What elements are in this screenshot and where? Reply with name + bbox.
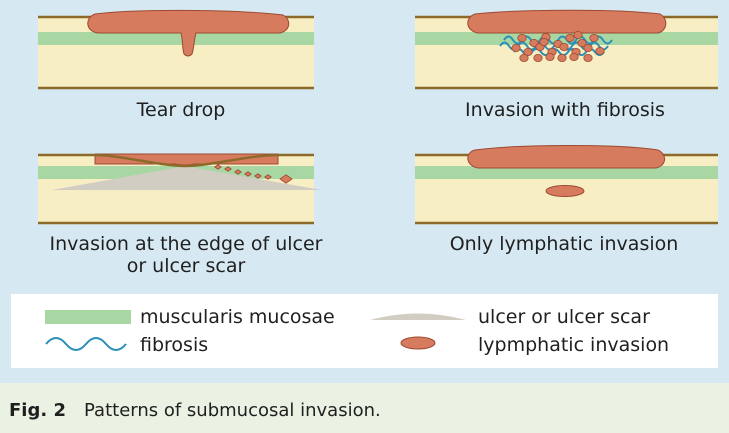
legend-label-muscularis: muscularis mucosae [140,306,335,328]
legend-label-ulcer: ulcer or ulcer scar [478,306,650,328]
panel-label-tear-drop: Tear drop [136,99,226,121]
ulcer-surface-line [38,153,314,168]
tumor-nodule [244,171,252,177]
tumor-nodule [533,54,543,63]
tumor-nodule [583,54,593,63]
tumor-superficial [467,9,667,34]
panel-label-invasion-with-fibrosis: Invasion with fibrosis [465,99,665,121]
panel-label-only-lymphatic-invasion: Only lymphatic invasion [450,233,679,255]
green-band-icon [45,310,131,324]
tumor-nodule [545,53,555,62]
tumor-nodule [573,30,583,39]
panel-only-lymphatic-invasion: Only lymphatic invasion [415,145,718,255]
legend: muscularis mucosae fibrosis ulcer or ulc… [11,294,718,368]
tumor-nodule [224,166,232,172]
tumor-nodules [511,30,605,63]
muscularis-mucosae-band [415,166,718,179]
legend-label-fibrosis: fibrosis [140,334,208,356]
tumor-nodule [523,48,533,57]
tumor-nodule [569,53,579,62]
tumor-nodule [264,174,272,180]
tumor-nodules [214,164,293,184]
tumor-nodule [214,164,222,170]
wavy-line-icon [45,337,127,351]
panel-invasion-edge-of-ulcer: Invasion at the edge of ulcer or ulcer s… [38,153,323,277]
caption-number: Fig. 2 [9,400,66,421]
ulcer-wedge-icon [370,313,466,320]
ulcer-scar-wedge [52,167,322,190]
tumor-nodule [511,44,521,53]
tumor-superficial [467,145,665,169]
tumor-nodule [589,34,599,43]
tumor-nodule [565,34,575,43]
tumor-nodule [559,43,569,52]
lymphatic-invasion-focus [545,185,585,197]
tumor-nodule [279,174,293,184]
tumor-nodule [595,47,605,56]
panel-label-edge-of-ulcer-line1: Invasion at the edge of ulcer [50,233,323,255]
tumor-nodule [583,44,593,53]
panel-tear-drop: Tear drop [38,9,314,121]
panel-label-edge-of-ulcer-line2: or ulcer scar [127,255,246,277]
tumor-nodule [519,54,529,63]
tumor-tear-drop [87,9,290,57]
legend-label-lymphatic: lypmphatic invasion [478,334,669,356]
muscularis-mucosae-band [38,32,314,45]
caption-text: Patterns of submucosal invasion. [84,400,381,421]
caption-bar [0,383,729,433]
tumor-nodule [557,54,567,63]
figure-caption: Fig. 2 Patterns of submucosal invasion. [9,400,381,421]
tumor-nodule [234,169,242,175]
tumor-nodule [539,38,549,47]
lymph-ellipse-icon [400,336,436,350]
tumor-nodule [529,39,539,48]
tumor-at-ulcer-edge [94,153,279,166]
tumor-nodule [577,39,587,48]
legend-box [11,294,718,368]
tumor-nodule [517,34,527,43]
panel-invasion-with-fibrosis: Invasion with fibrosis [415,9,718,121]
tumor-nodule [254,173,262,179]
